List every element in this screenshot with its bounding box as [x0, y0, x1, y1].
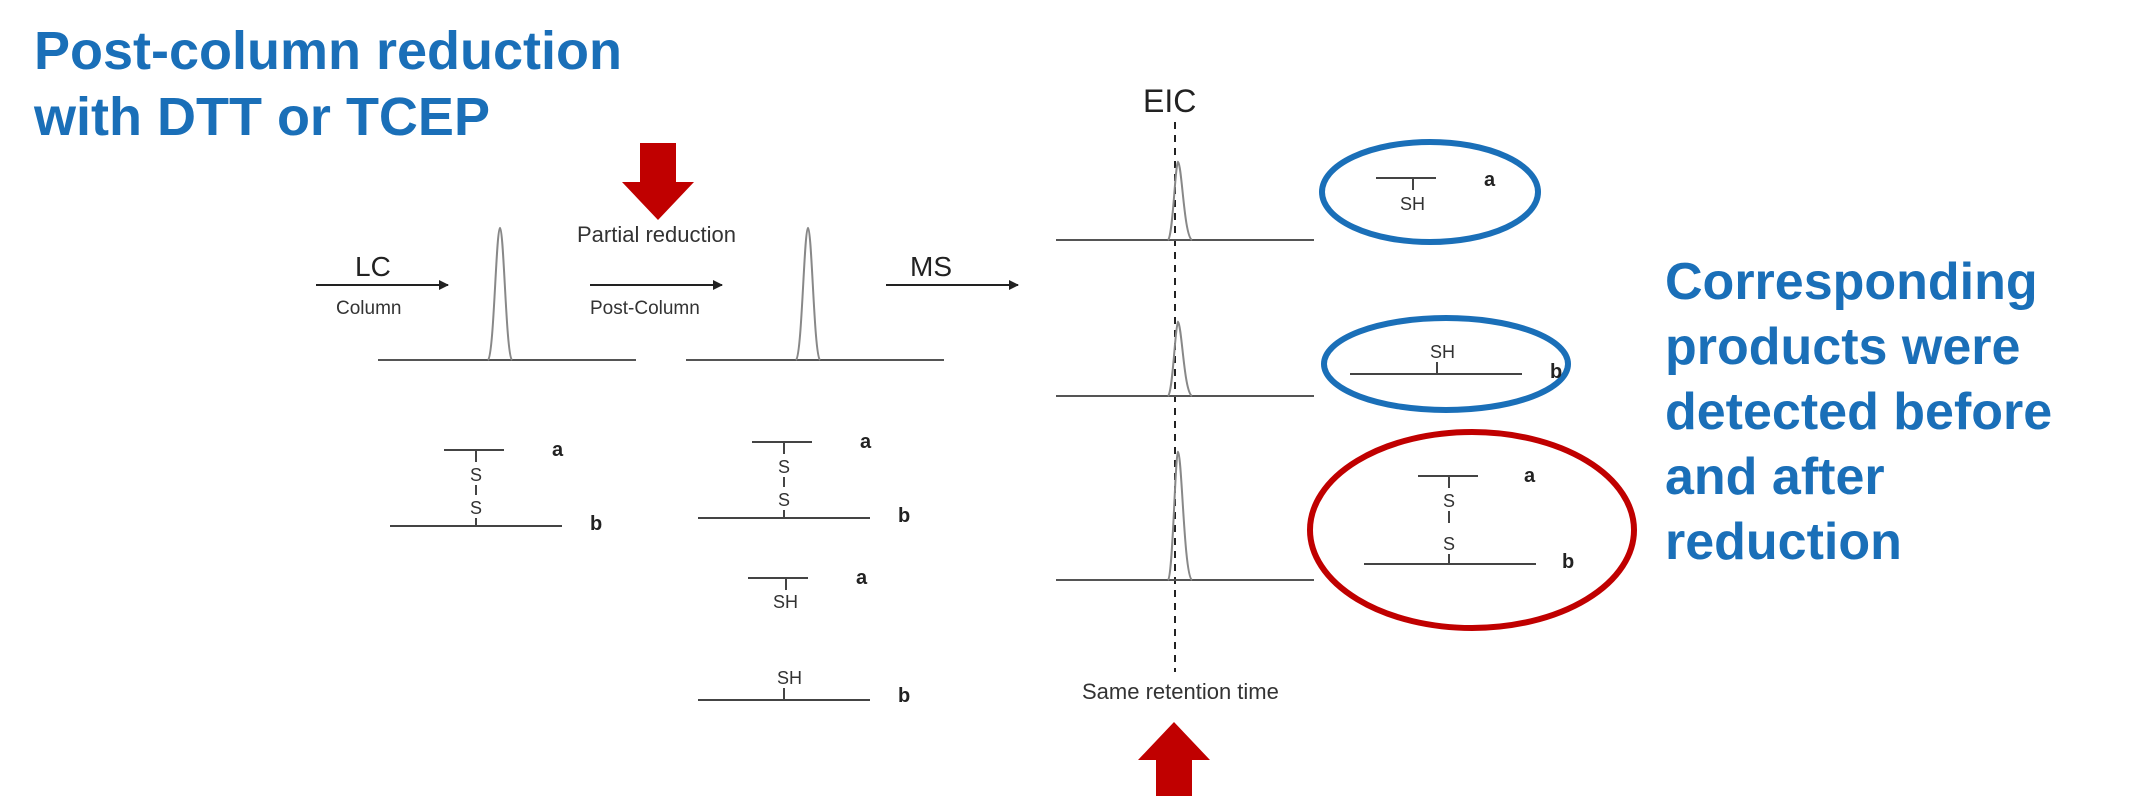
page-title: Post-column reduction with DTT or TCEP	[34, 18, 714, 150]
eic-label: EIC	[1143, 83, 1196, 119]
up-arrow-icon	[1138, 722, 1210, 796]
svg-text:a: a	[860, 431, 872, 453]
post-column-label: Post-Column	[590, 298, 700, 319]
down-arrow-icon	[622, 143, 694, 220]
chromatogram-peak-1	[487, 226, 513, 361]
eic-peak-3	[1167, 450, 1193, 581]
svg-text:S: S	[778, 457, 790, 477]
disulfide-structure-left: S S a b	[390, 439, 602, 535]
lc-label: LC	[355, 251, 391, 282]
svg-text:b: b	[898, 685, 910, 707]
product-b-circle	[1321, 315, 1571, 413]
svg-text:SH: SH	[773, 592, 798, 612]
svg-text:b: b	[590, 513, 602, 535]
svg-text:S: S	[1443, 534, 1455, 554]
side-note-line-1: Corresponding	[1665, 253, 2038, 311]
product-a-structure: SH a	[1376, 169, 1496, 214]
side-note: Corresponding products were detected bef…	[1665, 250, 2135, 575]
svg-text:SH: SH	[777, 668, 802, 688]
disulfide-product-circle	[1307, 429, 1637, 631]
title-line-2: with DTT or TCEP	[34, 87, 490, 147]
side-note-line-2: products were	[1665, 318, 2021, 376]
svg-text:S: S	[1443, 491, 1455, 511]
ms-label: MS	[910, 251, 952, 282]
svg-text:a: a	[856, 567, 868, 589]
disulfide-product-structure: S S a b	[1364, 465, 1574, 573]
column-label: Column	[336, 298, 401, 319]
eic-peak-1	[1167, 160, 1193, 241]
product-b-structure: SH b	[1350, 342, 1562, 383]
reduced-chain-a-middle: SH a	[748, 567, 868, 612]
reduced-chain-b-middle: SH b	[698, 668, 910, 707]
chromatogram-peak-2	[795, 226, 821, 361]
svg-text:b: b	[898, 505, 910, 527]
svg-text:S: S	[778, 490, 790, 510]
eic-peak-2	[1167, 320, 1193, 397]
side-note-line-4: and after	[1665, 448, 1885, 506]
svg-text:S: S	[470, 498, 482, 518]
title-line-1: Post-column reduction	[34, 21, 623, 81]
svg-text:a: a	[552, 439, 564, 461]
side-note-line-5: reduction	[1665, 513, 1902, 571]
svg-text:a: a	[1524, 465, 1536, 487]
svg-text:a: a	[1484, 169, 1496, 191]
svg-text:S: S	[470, 465, 482, 485]
retention-time-label: Same retention time	[1082, 679, 1279, 704]
svg-text:SH: SH	[1430, 342, 1455, 362]
product-a-circle	[1319, 139, 1541, 245]
disulfide-structure-middle: S S a b	[698, 431, 910, 527]
svg-text:b: b	[1550, 361, 1562, 383]
partial-reduction-label: Partial reduction	[577, 222, 736, 247]
svg-text:SH: SH	[1400, 194, 1425, 214]
side-note-line-3: detected before	[1665, 383, 2053, 441]
svg-text:b: b	[1562, 551, 1574, 573]
